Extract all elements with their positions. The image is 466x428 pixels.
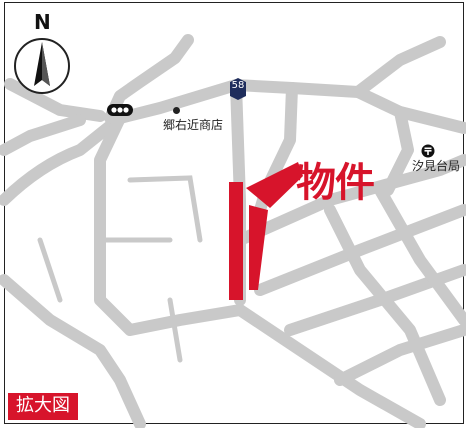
route-number-label: 58: [231, 80, 245, 91]
southwest-loop-road: [94, 112, 246, 336]
grid-road-5: [374, 184, 466, 326]
grid-road-2: [254, 204, 466, 296]
minor-road-1: [127, 175, 203, 243]
minor-road-4: [37, 237, 63, 303]
property-pointer: [246, 162, 303, 208]
property-block: [229, 182, 243, 300]
top-right-road: [352, 36, 446, 98]
enlarged-map-badge: 拡大図: [8, 393, 78, 420]
shop-label: 郷右近商店: [163, 118, 224, 132]
route-shield-icon: [230, 78, 246, 100]
upper-branch-road: [104, 34, 194, 124]
post-office-icon: [421, 143, 435, 162]
grid-road-6: [334, 324, 466, 386]
shop-marker-icon: [173, 107, 180, 114]
bus-stop-icon: [107, 101, 133, 120]
grid-road-1: [234, 154, 466, 246]
property-label: 物件: [296, 160, 375, 206]
left-lower-road: [0, 114, 86, 156]
bottom-left-road: [0, 274, 146, 428]
south-main-road: [234, 304, 426, 428]
property-block-annex: [249, 205, 268, 290]
post-office-label: 汐見台局: [412, 159, 461, 173]
minor-road-3: [167, 297, 183, 363]
grid-road-4: [324, 204, 446, 406]
north-arrow-icon: [12, 36, 72, 100]
main-road: [0, 79, 466, 206]
left-upper-road: [4, 78, 106, 122]
north-label: N: [34, 10, 51, 34]
